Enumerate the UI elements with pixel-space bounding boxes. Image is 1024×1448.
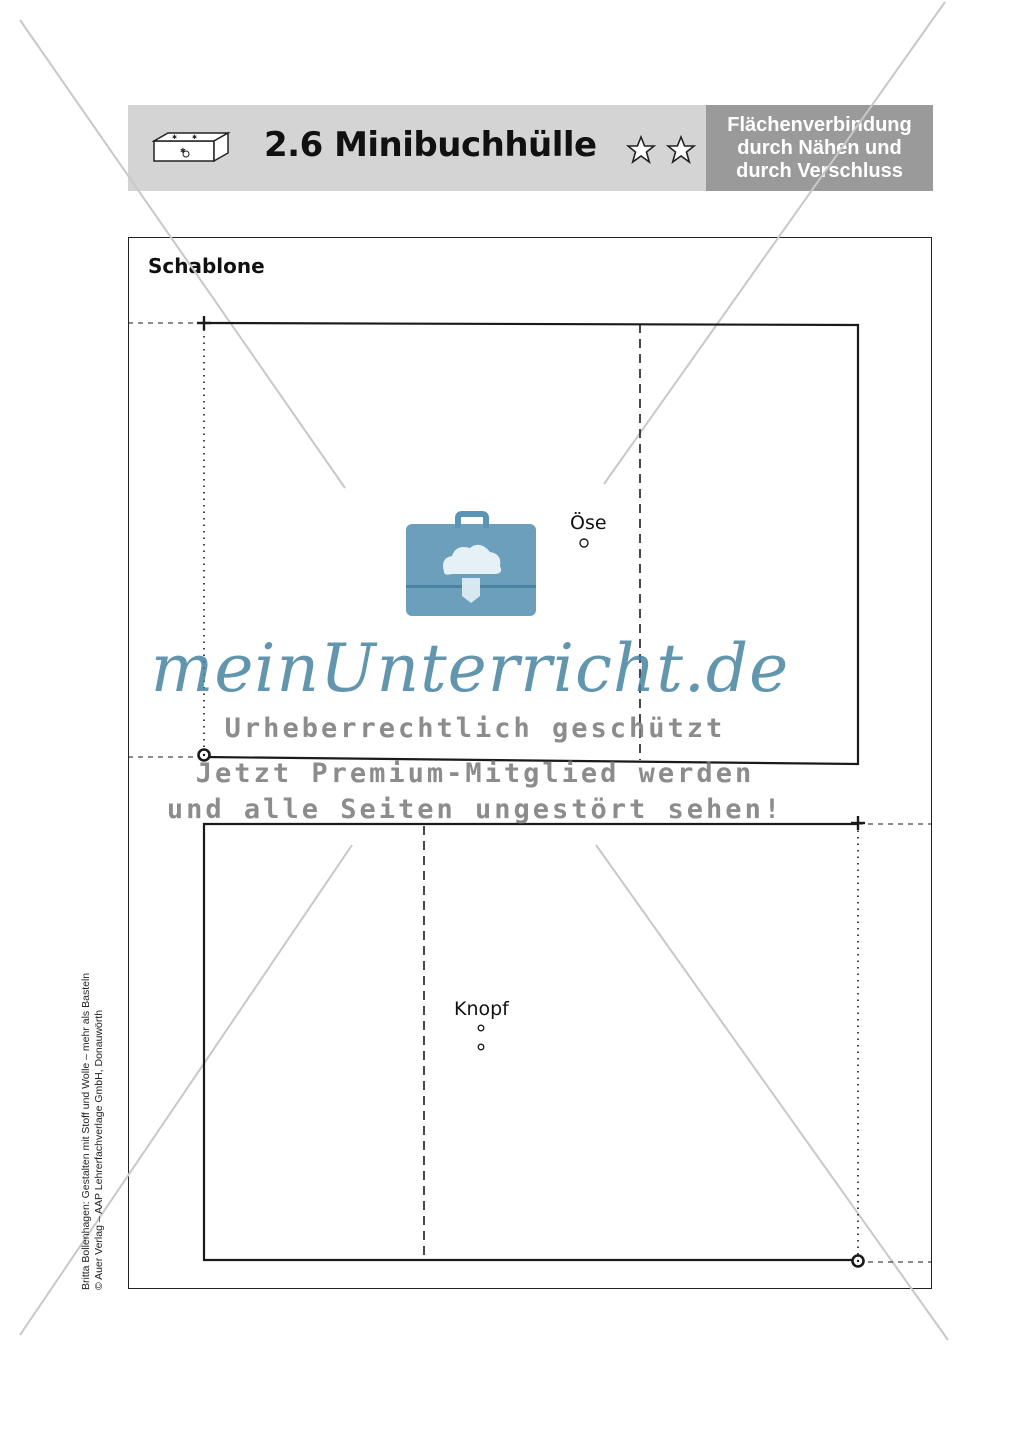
template-frame <box>128 237 932 1289</box>
briefcase-icon <box>406 511 536 616</box>
star-icon <box>626 135 657 164</box>
page-title: 2.6 Minibuchhülle <box>264 125 597 165</box>
credit-line: Britta Bollenhagen: Gestalten mit Stoff … <box>80 972 92 1290</box>
topic-line: durch Verschluss <box>736 159 903 182</box>
watermark-premium-2: und alle Seiten ungestört sehen! <box>166 794 784 825</box>
star-icon <box>665 135 697 164</box>
box-icon: ✱ ✱ ✱ <box>152 131 232 165</box>
topic-line: Flächenverbindung <box>727 113 912 136</box>
credit-line: © Auer Verlag – AAP Lehrerfachverlage Gm… <box>93 1009 105 1290</box>
eyelet-label: Öse <box>570 512 607 534</box>
watermark-brand: meinUnterricht.de <box>150 630 790 707</box>
button-label: Knopf <box>454 998 509 1020</box>
difficulty-stars <box>626 135 698 165</box>
template-label: Schablone <box>148 254 265 278</box>
svg-text:✱: ✱ <box>172 134 177 141</box>
svg-text:✱: ✱ <box>180 147 186 155</box>
svg-text:✱: ✱ <box>192 134 197 141</box>
topic-box: Flächenverbindung durch Nähen und durch … <box>706 105 933 191</box>
watermark-premium: Jetzt Premium-Mitglied werden <box>195 758 755 789</box>
topic-line: durch Nähen und <box>737 136 902 159</box>
watermark-diagonals <box>19 1 949 1341</box>
bottom-piece <box>202 816 932 1268</box>
watermark-copyright: Urheberrechtlich geschützt <box>224 713 726 744</box>
top-piece <box>128 316 860 766</box>
publisher-credit: Britta Bollenhagen: Gestalten mit Stoff … <box>80 973 106 1290</box>
